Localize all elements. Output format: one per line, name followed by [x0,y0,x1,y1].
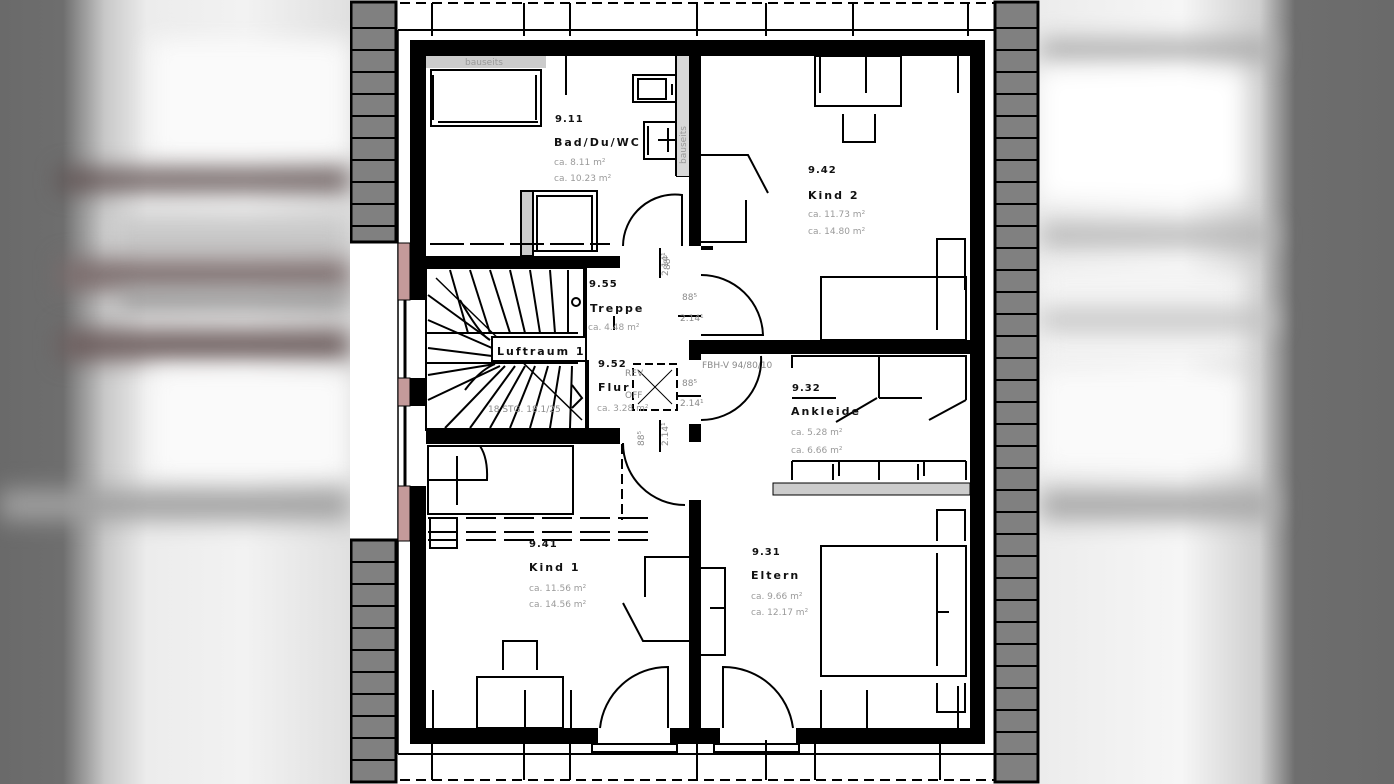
door-swing-kind1 [622,442,686,506]
room-name: Treppe [590,302,644,315]
room-area: ca. 11.73 m² [808,210,866,220]
blur-band [1040,310,1274,330]
room-number: 9.11 [555,114,584,125]
interior-walls [426,56,970,728]
room-bad: 9.11 Bad/Du/WC ca. 8.11 m² ca. 10.23 m² [554,114,641,184]
room-name: Kind 1 [529,561,580,574]
exterior-walls [410,40,985,744]
toilet [632,74,678,103]
blur-shadow [60,170,350,190]
room-area: ca. 12.17 m² [751,608,809,618]
floor-plan-drawing: bauseits bauseits [350,0,1040,784]
stair-spec-label: 18 STG. 18.1/25 [488,405,561,415]
luftraum-box [491,336,587,362]
eltern-furniture [701,509,967,753]
washbasin [643,56,689,176]
room-name: Bad/Du/WC [554,136,641,149]
room-area: ca. 9.66 m² [751,592,803,602]
blur-highlight [1040,370,1244,470]
room-area: ca. 10.23 m² [554,174,612,184]
blur-band [1040,40,1274,60]
room-eltern: 9.31 Eltern ca. 9.66 m² ca. 12.17 m² [751,547,809,618]
luftraum-label: Luftraum 1 [497,345,586,358]
roof-tiles-left [350,0,398,784]
door-width-label: 88⁵ [637,431,647,446]
hallway-lines [613,248,701,520]
window-sills [397,242,411,542]
blur-shadow [60,330,350,360]
room-area: ca. 8.11 m² [554,158,606,168]
blurred-background-right [1040,0,1394,784]
door-height-label: 2.14¹ [661,422,671,446]
door-height-label: 2.14¹ [661,252,671,276]
room-area: ca. 14.80 m² [808,227,866,237]
room-name: Kind 2 [808,189,859,202]
room-number: 9.52 [598,359,627,370]
room-area: ca. 6.66 m² [791,446,843,456]
room-name: Eltern [751,569,800,582]
blur-band [110,215,350,265]
blur-band [1040,225,1274,245]
room-ankleide: 9.32 Ankleide ca. 5.28 m² ca. 6.66 m² [791,383,861,456]
door-width-label: 88⁵ [682,379,697,389]
blur-highlight [150,40,350,160]
room-flur: 9.52 Flur ca. 3.28 m² [597,359,649,414]
roof-tiles-right [993,0,1040,784]
bathtub [426,56,567,127]
door-swing-bath [622,193,683,247]
room-kind2: 9.42 Kind 2 ca. 11.73 m² ca. 14.80 m² [808,165,866,237]
door-height-label: 2.14¹ [680,314,704,324]
room-number: 9.31 [752,547,781,558]
blur-highlight [1040,70,1244,200]
room-area: ca. 4.48 m² [588,323,640,333]
door-swing-kind2 [700,274,765,336]
floor-plan-canvas: bauseits bauseits [350,0,1040,784]
room-number: 9.32 [792,383,821,394]
shower [430,190,610,257]
blur-band [0,490,350,520]
room-number: 9.42 [808,165,837,176]
room-treppe: 9.55 Treppe ca. 4.48 m² [588,279,644,333]
room-number: 9.41 [529,539,558,550]
kind2-furniture [701,55,967,341]
bauseits-label: bauseits [679,126,689,164]
roof-outline [397,2,995,781]
kind1-furniture [427,445,689,753]
room-kind1: 9.41 Kind 1 ca. 11.56 m² ca. 14.56 m² [529,539,587,610]
ankleide-furniture [791,355,967,480]
blur-shadow [60,260,350,290]
room-number: 9.55 [589,279,618,290]
room-name: Flur [598,381,631,394]
rev-off-label: OFF [625,391,642,401]
blur-band [120,290,350,310]
room-area: ca. 14.56 m² [529,600,587,610]
rev-off-label: REV [625,369,644,379]
door-swing-ankleide [700,355,763,422]
bauseits-label: bauseits [465,58,503,68]
room-name: Ankleide [791,405,861,418]
door-width-label: 88⁵ [663,255,673,270]
room-area: ca. 11.56 m² [529,584,587,594]
room-area: ca. 5.28 m² [791,428,843,438]
ankleide-partition [772,482,971,496]
blur-highlight [150,370,350,480]
blur-band [1040,490,1274,520]
blurred-background-left [0,0,350,784]
room-area: ca. 3.28 m² [597,404,649,414]
door-height-label: 2.14¹ [680,399,704,409]
fbh-label: FBH-V 94/80/10 [702,361,773,371]
door-width-label: 88⁵ [682,293,697,303]
